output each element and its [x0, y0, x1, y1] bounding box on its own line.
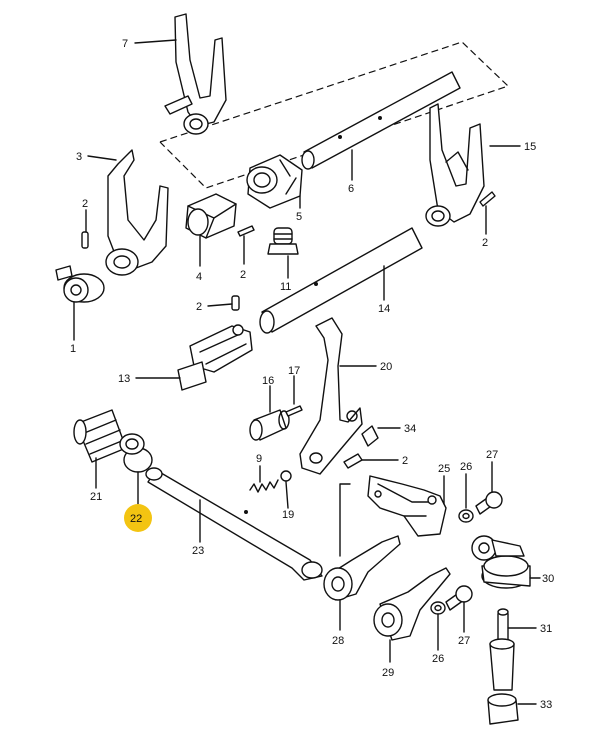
part-2-pin-mid [343, 453, 363, 469]
part-14-shift-rod [259, 227, 423, 334]
label-13: 13 [118, 373, 130, 385]
label-2-a: 2 [82, 198, 88, 210]
part-33-nut [487, 693, 519, 725]
part-5-interlock-sleeve [246, 154, 303, 209]
part-1-fork-pad [55, 265, 105, 303]
part-19-ball [280, 470, 292, 482]
part-4-selector-block [185, 193, 237, 239]
label-2-b: 2 [240, 269, 246, 281]
label-22: 22 [130, 513, 142, 525]
part-9-spring [249, 479, 279, 493]
part-11-plug [267, 227, 299, 255]
leader-lines [73, 39, 541, 705]
label-3: 3 [76, 151, 82, 163]
part-27-bolt-a [475, 491, 503, 515]
callout-labels: 7 3 15 6 5 2 4 2 11 2 1 2 14 13 20 16 17… [70, 38, 554, 711]
label-26-b: 26 [432, 653, 444, 665]
part-2-pin-lower [231, 295, 240, 311]
part-20-shift-plate [299, 317, 363, 475]
part-22-bushing [119, 433, 153, 473]
label-30: 30 [542, 573, 554, 585]
label-20: 20 [380, 361, 392, 373]
label-4: 4 [196, 271, 202, 283]
label-5: 5 [296, 211, 302, 223]
part-26-washer-b [430, 601, 446, 615]
part-16-roller [249, 409, 290, 441]
part-29-lever [373, 567, 451, 641]
label-27-a: 27 [486, 449, 498, 461]
label-9: 9 [256, 453, 262, 465]
part-2-pin-left [81, 231, 89, 249]
label-27-b: 27 [458, 635, 470, 647]
label-31: 31 [540, 623, 552, 635]
label-1: 1 [70, 343, 76, 355]
label-11: 11 [280, 281, 291, 293]
part-13-detent-lever [177, 324, 253, 391]
part-21-boot [73, 409, 127, 463]
part-2-pin-center [237, 225, 255, 237]
part-34-pin [361, 425, 379, 447]
assembly-frame [159, 41, 510, 189]
label-28: 28 [332, 635, 344, 647]
label-15: 15 [524, 141, 536, 153]
label-2-c: 2 [482, 237, 488, 249]
part-15-shift-fork [425, 103, 485, 227]
part-6-selector-shaft [301, 71, 461, 170]
label-14: 14 [378, 303, 390, 315]
label-21: 21 [90, 491, 102, 503]
label-2-d: 2 [196, 301, 202, 313]
label-19: 19 [282, 509, 294, 521]
part-17-pin [285, 405, 303, 417]
part-7-shift-fork [164, 13, 227, 135]
label-2-e: 2 [402, 455, 408, 467]
part-30-guide [471, 535, 531, 589]
part-27-bolt-b [445, 585, 473, 611]
part-28-lever [323, 535, 401, 601]
part-3-shift-fork [105, 149, 169, 276]
label-16: 16 [262, 375, 274, 387]
label-7: 7 [122, 38, 128, 50]
part-22-highlight [124, 504, 152, 532]
label-29: 29 [382, 667, 394, 679]
part-31-pin [489, 608, 515, 691]
part-26-washer-a [458, 509, 474, 523]
label-25: 25 [438, 463, 450, 475]
label-26-a: 26 [460, 461, 472, 473]
label-6: 6 [348, 183, 354, 195]
label-33: 33 [540, 699, 552, 711]
label-34: 34 [404, 423, 416, 435]
part-23-shift-shaft [145, 467, 323, 581]
part-2-pin-right [479, 191, 496, 207]
part-25-bracket [367, 475, 447, 537]
label-17: 17 [288, 365, 300, 377]
label-23: 23 [192, 545, 204, 557]
